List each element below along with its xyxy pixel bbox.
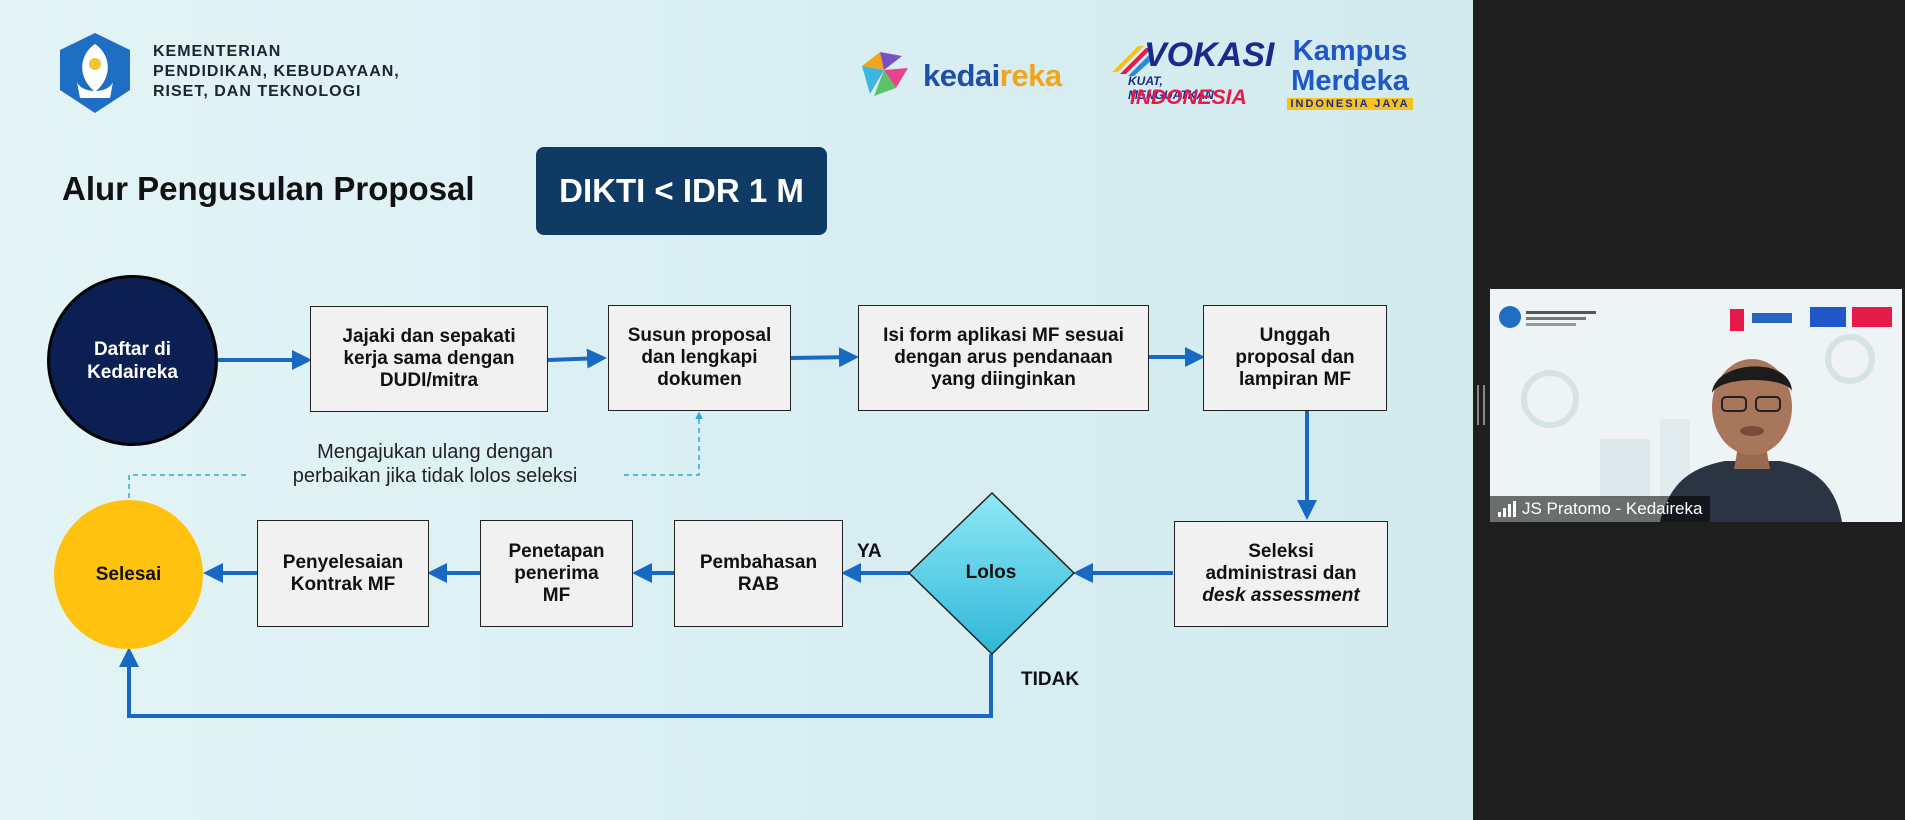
presentation-slide: KEMENTERIAN PENDIDIKAN, KEBUDAYAAN, RISE…: [0, 0, 1473, 820]
video-frame-illustration: [1490, 289, 1902, 522]
kampus-merdeka-logo: Kampus Merdeka INDONESIA JAYA: [1280, 36, 1420, 112]
video-feed: [1490, 289, 1902, 522]
retry-dashed-line: [128, 474, 248, 498]
page-title: Alur Pengusulan Proposal: [62, 170, 475, 207]
participant-name: JS Pratomo - Kedaireka: [1522, 499, 1703, 518]
panel-resize-handle[interactable]: [1477, 385, 1485, 425]
vokasi-logo: VOKASI KUAT, MENGUATKAN INDONESIA: [1108, 36, 1274, 109]
participant-caption: JS Pratomo - Kedaireka: [1490, 496, 1711, 522]
arrow-step2-step3: [790, 347, 859, 368]
retry-dashed-arrow: [624, 411, 703, 476]
ministry-name: KEMENTERIAN PENDIDIKAN, KEBUDAYAAN, RISE…: [153, 43, 400, 100]
kedaireka-logo: kedaireka: [923, 58, 1062, 93]
end-node: Selesai: [54, 500, 203, 649]
decision-diamond: [907, 491, 1076, 656]
arrow-step1-step2: [547, 348, 607, 369]
tut-wuri-handayani-emblem-icon: [60, 33, 130, 113]
vokasi-stripes-icon: [1112, 46, 1154, 76]
retry-note: Mengajukan ulang dengan perbaikan jika t…: [292, 441, 578, 487]
signal-strength-icon: [1498, 501, 1516, 517]
no-label: TIDAK: [1021, 669, 1080, 690]
yes-label: YA: [857, 541, 882, 562]
decision-label: Lolos: [965, 562, 1017, 583]
arrow-tidak-end: [119, 647, 993, 718]
kedaireka-logo-icon: [862, 52, 908, 96]
funding-badge: DIKTI < IDR 1 M: [536, 147, 827, 235]
participant-video-tile[interactable]: JS Pratomo - Kedaireka: [1490, 289, 1902, 522]
flow-connectors: [119, 347, 1317, 718]
